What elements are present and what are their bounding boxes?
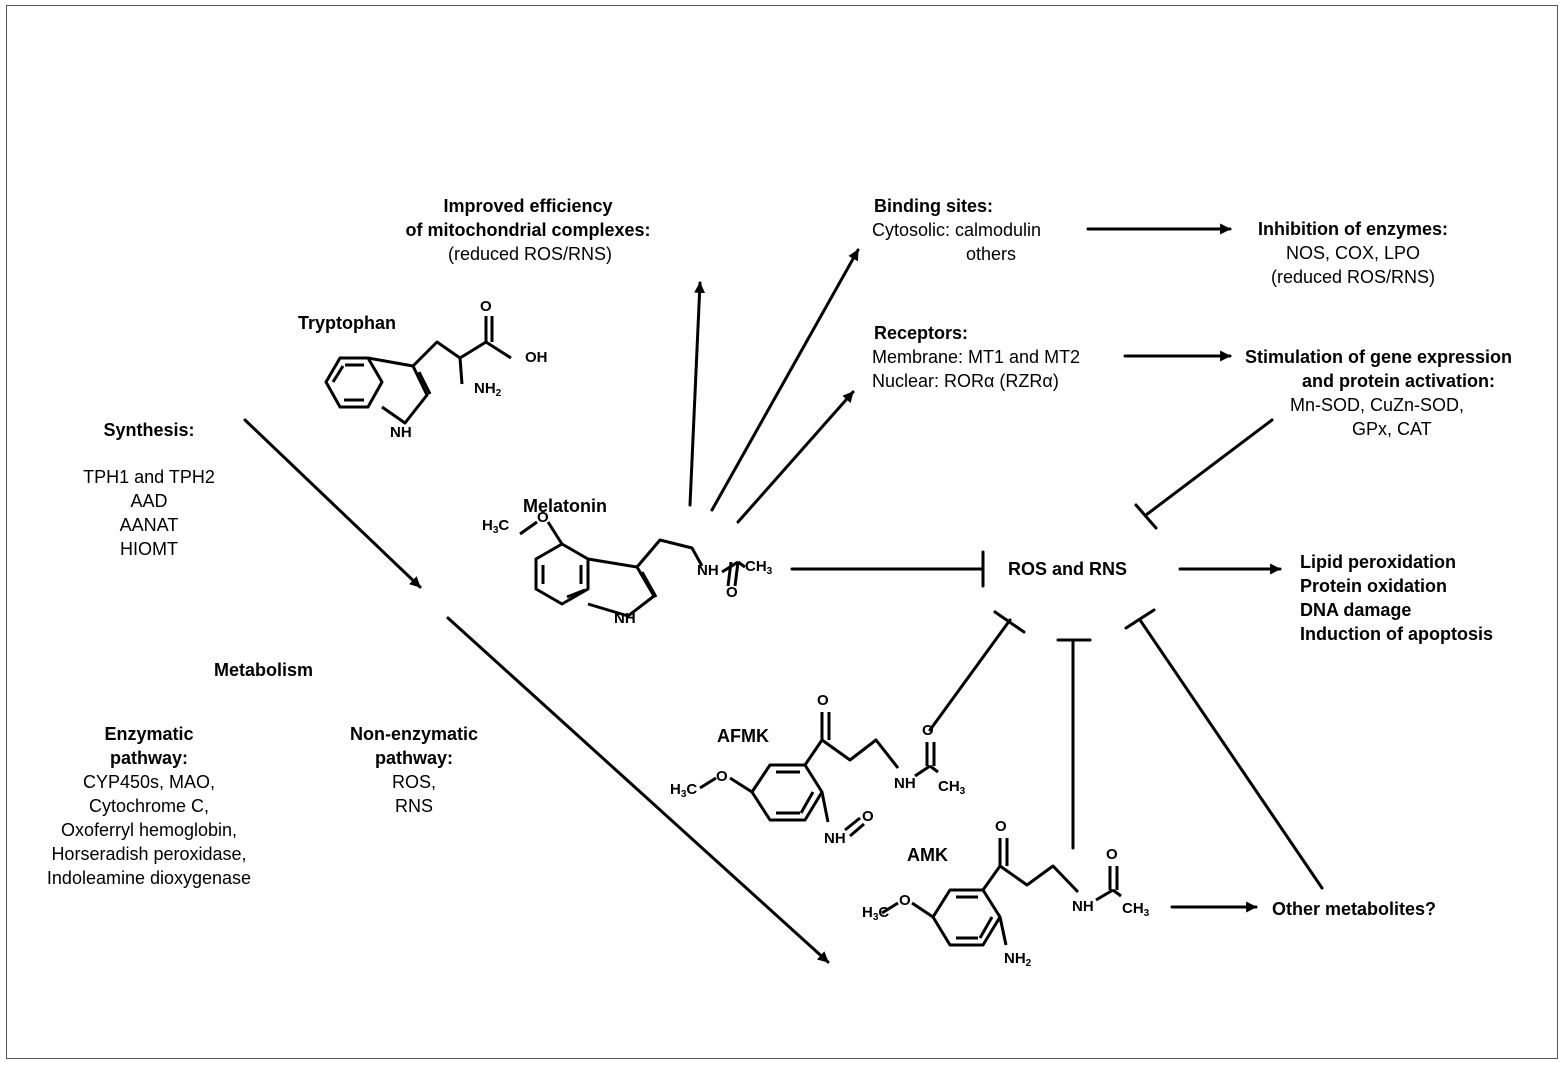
other-metabolites-label: Other metabolites? [1272, 899, 1437, 919]
amk-structure [881, 838, 1122, 947]
inhibit-other-ros-bar [1124, 608, 1156, 630]
nonenzymatic-title-line1: Non-enzymatic [349, 724, 479, 744]
afmk-h3c: H3C [670, 781, 698, 800]
stimulation-line1: Mn-SOD, CuZn-SOD, [1290, 395, 1465, 415]
melatonin-o2: O [726, 584, 738, 601]
tryptophan-nh: NH [390, 424, 412, 441]
ros-label: ROS and RNS [1008, 559, 1128, 579]
damage-item: DNA damage [1300, 600, 1412, 620]
enzymatic-item: Oxoferryl hemoglobin, [60, 820, 238, 840]
melatonin-ch3: CH3 [745, 558, 773, 577]
afmk-ch3: CH3 [938, 778, 966, 797]
amk-ch3: CH3 [1122, 900, 1150, 919]
nonenzymatic-item: RNS [394, 796, 434, 816]
enzymatic-title-line2: pathway: [109, 748, 189, 768]
enzymatic-title-line1: Enzymatic [104, 724, 194, 744]
tryptophan-label: Tryptophan [298, 313, 396, 333]
tryptophan-nh2: NH2 [474, 380, 502, 399]
arrow-to-receptors [736, 390, 855, 524]
amk-methoxy-o: O [899, 892, 911, 909]
enzymatic-title: Enzymatic pathway: [104, 722, 193, 770]
enzymatic-item: Cytochrome C, [88, 796, 210, 816]
amk-nh: NH [1072, 898, 1094, 915]
nonenzymatic-title-line2: pathway: [374, 748, 453, 768]
afmk-label: AFMK [717, 726, 769, 746]
melatonin-h3c: H3C [482, 517, 510, 536]
arrow-to-binding [710, 248, 860, 512]
enzymatic-item: Indoleamine dioxygenase [46, 868, 252, 888]
mito-title-line1: Improved efficiency [443, 196, 613, 216]
stimulation-line2: GPx, CAT [1352, 419, 1432, 439]
synthesis-enzyme: TPH1 and TPH2 [83, 467, 215, 487]
afmk-nh-cho: NH [824, 830, 846, 847]
enzymatic-item: CYP450s, MAO, [82, 772, 216, 792]
figure-frame [6, 5, 1558, 1059]
inhibit-afmk-ros-bar [993, 610, 1026, 634]
binding-line1: Cytosolic: calmodulin [872, 220, 1042, 240]
inhibition-line1: NOS, COX, LPO [1285, 243, 1421, 263]
tryptophan-oh: OH [525, 349, 548, 366]
mito-body: (reduced ROS/RNS) [447, 244, 613, 264]
arrow-to-mito [688, 281, 706, 507]
nonenzymatic-items: ROS, RNS [392, 770, 436, 818]
amk-o2: O [1106, 846, 1118, 863]
synthesis-enzyme: HIOMT [119, 539, 178, 559]
damage-list: Lipid peroxidation Protein oxidation DNA… [1300, 550, 1493, 646]
afmk-nh: NH [894, 775, 916, 792]
melatonin-o: O [537, 509, 549, 526]
afmk-structure [699, 712, 939, 838]
nonenzymatic-item: ROS, [391, 772, 437, 792]
melatonin-structure [519, 520, 746, 618]
melatonin-nh: NH [697, 562, 719, 579]
synthesis-enzymes: TPH1 and TPH2 AAD AANAT HIOMT [83, 465, 215, 561]
amk-h3c: H3C [862, 904, 890, 923]
damage-item: Lipid peroxidation [1300, 552, 1456, 572]
inhibition-line2: (reduced ROS/RNS) [1270, 267, 1436, 287]
stimulation-title2: and protein activation: [1302, 371, 1496, 391]
melatonin-label: Melatonin [523, 496, 607, 516]
binding-title: Binding sites: [874, 196, 994, 216]
metabolism-title: Metabolism [214, 660, 314, 680]
receptors-line2: Nuclear: RORα (RZRα) [872, 371, 1059, 391]
inhibit-afmk-ros [928, 618, 1012, 732]
afmk-aldehyde-o: O [862, 808, 874, 825]
nonenzymatic-title: Non-enzymatic pathway: [350, 722, 478, 770]
inhibition-title: Inhibition of enzymes: [1257, 219, 1449, 239]
tryptophan-structure [324, 316, 512, 425]
amk-o: O [995, 818, 1007, 835]
amk-nh2: NH2 [1004, 950, 1032, 969]
mito-title-line2: of mitochondrial complexes: [405, 220, 651, 240]
enzymatic-item: Horseradish peroxidase, [51, 844, 247, 864]
inhibit-stimulation-ros-bar [1134, 503, 1158, 530]
binding-line2: others [966, 244, 1017, 264]
inhibit-stimulation-ros [1144, 418, 1274, 517]
afmk-o2: O [922, 722, 934, 739]
receptors-title: Receptors: [874, 323, 969, 343]
afmk-o: O [817, 692, 829, 709]
tryptophan-o: O [480, 298, 492, 315]
stimulation-title1: Stimulation of gene expression [1245, 347, 1513, 367]
afmk-methoxy-o: O [716, 768, 728, 785]
arrow-synthesis [243, 418, 422, 589]
mito-title: Improved efficiency of mitochondrial com… [405, 194, 650, 242]
synthesis-enzyme: AAD [130, 491, 168, 511]
enzymatic-items: CYP450s, MAO, Cytochrome C, Oxoferryl he… [47, 770, 251, 890]
damage-item: Induction of apoptosis [1300, 624, 1493, 644]
melatonin-ring-nh: NH [614, 610, 636, 627]
receptors-line1: Membrane: MT1 and MT2 [872, 347, 1081, 367]
damage-item: Protein oxidation [1300, 576, 1448, 596]
arrow-metabolism [446, 616, 830, 964]
synthesis-title: Synthesis: [103, 420, 195, 440]
inhibit-other-ros [1138, 618, 1324, 890]
synthesis-enzyme: AANAT [119, 515, 179, 535]
amk-label: AMK [907, 845, 948, 865]
